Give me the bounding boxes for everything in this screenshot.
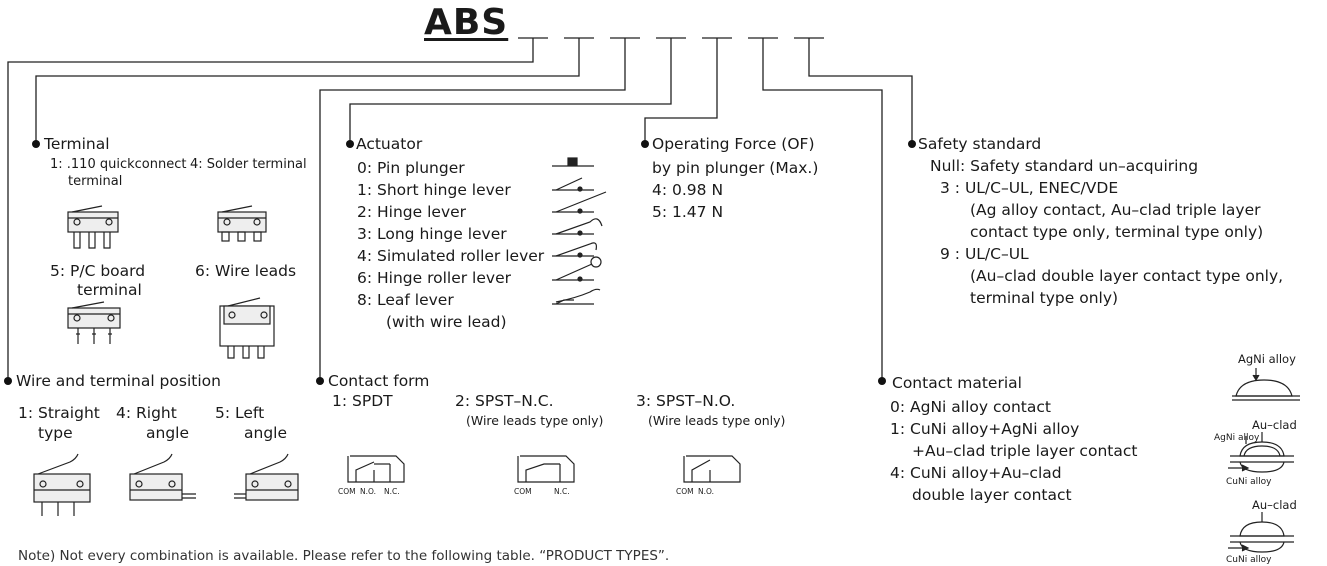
operating-force-heading: Operating Force (OF) bbox=[652, 135, 815, 153]
fig2-auclad-label: Au–clad bbox=[1252, 418, 1297, 432]
wire-position-option-4: 4: Right bbox=[116, 404, 177, 422]
terminal-option-6: 6: Wire leads bbox=[195, 262, 297, 280]
contact-material-option-1-cont: +Au–clad triple layer contact bbox=[912, 442, 1138, 460]
right-angle-icon bbox=[129, 453, 196, 501]
operating-force-option-5: 5: 1.47 N bbox=[652, 203, 724, 221]
spst-no-circuit-icon bbox=[683, 455, 741, 483]
contact-form-option-2-note: (Wire leads type only) bbox=[466, 413, 604, 428]
safety-option-9-note-2: terminal type only) bbox=[970, 289, 1119, 307]
actuator-shape-icons bbox=[552, 157, 607, 305]
contact-form-option-2: 2: SPST–N.C. bbox=[455, 392, 554, 410]
actuator-item-4: 4: Simulated roller lever bbox=[357, 247, 545, 265]
terminal-option-5-cont: terminal bbox=[77, 281, 142, 299]
contact-form-option-3: 3: SPST–N.O. bbox=[636, 392, 736, 410]
spst-nc-circuit-icon bbox=[517, 455, 575, 483]
fig2-cuni-label: CuNi alloy bbox=[1226, 477, 1272, 487]
quickconnect-terminal-icon bbox=[67, 205, 119, 249]
actuator-item-0: 0: Pin plunger bbox=[357, 159, 465, 177]
spdt-com-label: COM bbox=[338, 487, 356, 496]
model-code-title: ABS bbox=[424, 2, 509, 43]
contact-form-bullet-icon bbox=[316, 377, 324, 385]
safety-option-3-note-1: (Ag alloy contact, Au–clad triple layer bbox=[970, 201, 1261, 219]
wire-position-option-1-cont: type bbox=[38, 424, 73, 442]
safety-option-3-note-2: contact type only, terminal type only) bbox=[970, 223, 1264, 241]
contact-material-bullet-icon bbox=[878, 377, 886, 385]
safety-option-3: 3 : UL/C–UL, ENEC/VDE bbox=[940, 179, 1119, 197]
wire-position-option-5: 5: Left bbox=[215, 404, 265, 422]
safety-option-9: 9 : UL/C–UL bbox=[940, 245, 1029, 263]
operating-force-sub: by pin plunger (Max.) bbox=[652, 159, 819, 177]
contact-form-option-3-note: (Wire leads type only) bbox=[648, 413, 786, 428]
wire-position-bullet-icon bbox=[4, 377, 12, 385]
solder-terminal-icon bbox=[217, 205, 267, 242]
left-angle-icon bbox=[234, 453, 299, 501]
actuator-item-8: 8: Leaf lever bbox=[357, 291, 454, 309]
operating-force-option-4: 4: 0.98 N bbox=[652, 181, 724, 199]
wire-position-heading: Wire and terminal position bbox=[16, 372, 221, 390]
spst-no-no-label: N.O. bbox=[698, 487, 714, 496]
triple-layer-contact-figure bbox=[1228, 432, 1294, 473]
contact-material-heading: Contact material bbox=[892, 374, 1022, 392]
actuator-item-6: 6: Hinge roller lever bbox=[357, 269, 511, 287]
safety-bullet-icon bbox=[908, 140, 916, 148]
actuator-item-2: 2: Hinge lever bbox=[357, 203, 467, 221]
spst-no-com-label: COM bbox=[676, 487, 694, 496]
safety-option-9-note-1: (Au–clad double layer contact type only, bbox=[970, 267, 1284, 285]
spdt-circuit-icon bbox=[347, 455, 405, 483]
straight-type-icon bbox=[33, 453, 91, 516]
fig3-auclad-label: Au–clad bbox=[1252, 498, 1297, 512]
actuator-item-3: 3: Long hinge lever bbox=[357, 225, 507, 243]
operating-force-bullet-icon bbox=[641, 140, 649, 148]
wire-position-option-4-cont: angle bbox=[146, 424, 190, 442]
terminal-heading: Terminal bbox=[44, 135, 110, 153]
pc-board-terminal-icon bbox=[67, 301, 121, 344]
actuator-heading: Actuator bbox=[356, 135, 423, 153]
double-layer-contact-figure bbox=[1228, 512, 1294, 553]
fig1-agni-label: AgNi alloy bbox=[1238, 352, 1296, 366]
wire-position-option-5-cont: angle bbox=[244, 424, 288, 442]
terminal-option-1: 1: .110 quickconnect bbox=[50, 157, 187, 172]
fig2-agni-label: AgNi alloy bbox=[1214, 433, 1260, 443]
safety-heading: Safety standard bbox=[918, 135, 1042, 153]
wire-leads-icon bbox=[219, 297, 275, 359]
footnote: Note) Not every combination is available… bbox=[18, 548, 670, 564]
terminal-bullet-icon bbox=[32, 140, 40, 148]
spst-nc-nc-label: N.C. bbox=[554, 487, 570, 496]
actuator-item-8-cont: (with wire lead) bbox=[386, 313, 507, 331]
wire-position-option-1: 1: Straight bbox=[18, 404, 100, 422]
contact-form-option-1: 1: SPDT bbox=[332, 392, 393, 410]
actuator-bullet-icon bbox=[346, 140, 354, 148]
contact-material-option-1: 1: CuNi alloy+AgNi alloy bbox=[890, 420, 1080, 438]
contact-form-heading: Contact form bbox=[328, 372, 430, 390]
spst-nc-com-label: COM bbox=[514, 487, 532, 496]
contact-material-option-0: 0: AgNi alloy contact bbox=[890, 398, 1051, 416]
contact-material-option-4: 4: CuNi alloy+Au–clad bbox=[890, 464, 1062, 482]
spdt-nc-label: N.C. bbox=[384, 487, 400, 496]
contact-material-option-4-cont: double layer contact bbox=[912, 486, 1072, 504]
spdt-no-label: N.O. bbox=[360, 487, 376, 496]
terminal-option-1-cont: terminal bbox=[68, 174, 123, 189]
terminal-option-4: 4: Solder terminal bbox=[190, 157, 307, 172]
terminal-option-5: 5: P/C board bbox=[50, 262, 146, 280]
actuator-item-1: 1: Short hinge lever bbox=[357, 181, 511, 199]
agni-contact-figure bbox=[1232, 368, 1300, 401]
safety-null: Null: Safety standard un–acquiring bbox=[930, 157, 1199, 175]
fig3-cuni-label: CuNi alloy bbox=[1226, 555, 1272, 565]
